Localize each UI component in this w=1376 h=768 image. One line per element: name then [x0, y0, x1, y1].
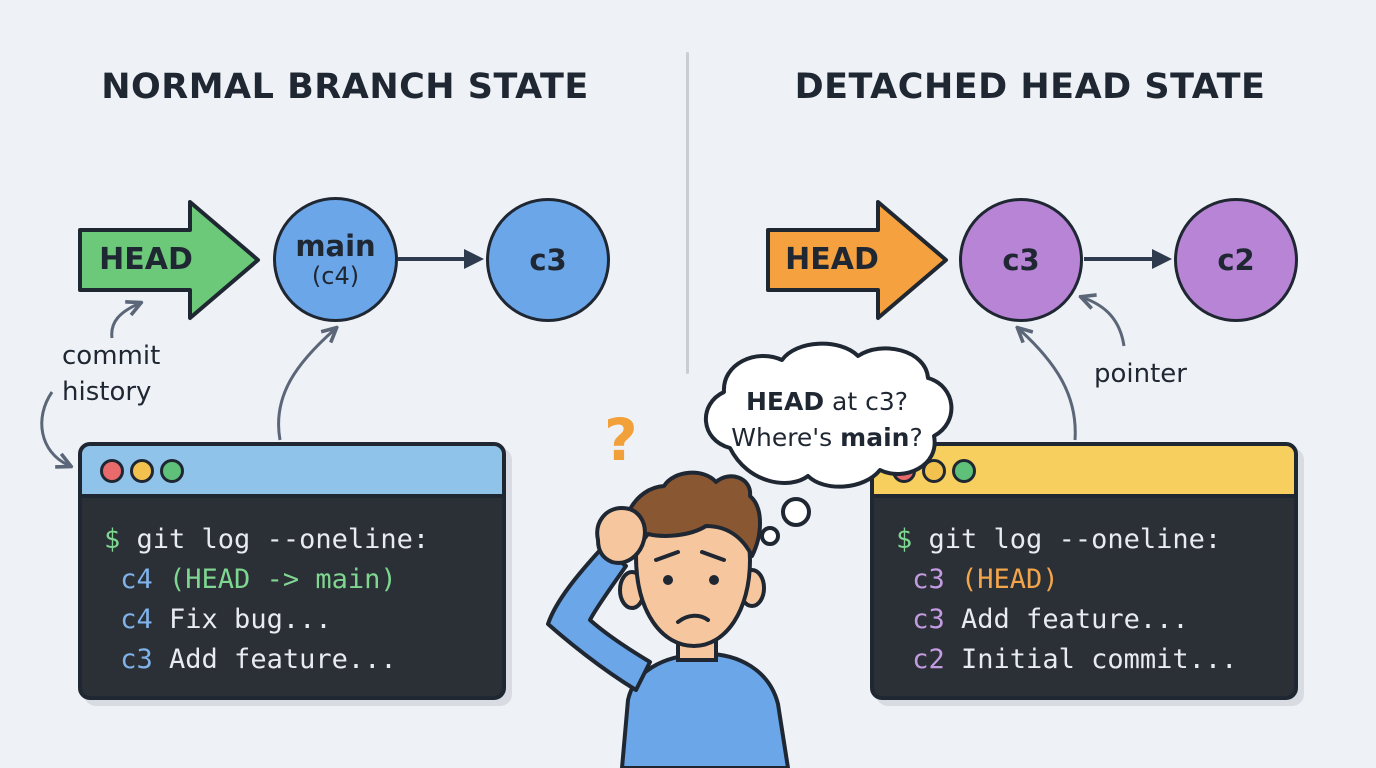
- thought-bubble-cloud: [704, 341, 954, 489]
- curve-terminal-to-main: [277, 330, 334, 441]
- node-c3-detached-label: c3: [1002, 243, 1040, 277]
- head-label-detached: HEAD: [785, 242, 879, 277]
- terminal-normal: $ git log --oneline: c4 (HEAD -> main) c…: [78, 442, 506, 700]
- terminal-normal-body: $ git log --oneline: c4 (HEAD -> main) c…: [82, 498, 502, 680]
- node-main-label: main: [295, 228, 376, 263]
- node-main-sub: (c4): [311, 261, 360, 290]
- normal-state-title: NORMAL BRANCH STATE: [101, 67, 589, 107]
- annotation-history: history: [62, 377, 152, 407]
- node-c3-detached: c3: [959, 198, 1083, 322]
- panel-divider: [686, 52, 689, 374]
- thought-dot-large: [781, 497, 811, 527]
- person-eye-right: [709, 575, 719, 585]
- person-mouth: [676, 613, 710, 624]
- curve-terminal-to-c3: [1020, 330, 1077, 441]
- terminal-line: c4 (HEAD -> main): [120, 564, 397, 595]
- curve-pointer-to-c3: [1084, 298, 1126, 347]
- thought-line-1: HEAD at c3?: [745, 387, 909, 416]
- node-main-c4: main (c4): [273, 197, 398, 322]
- annotation-commit: commit: [62, 341, 161, 371]
- curve-annotation-to-head: [110, 304, 138, 339]
- minimize-dot-icon: [130, 459, 154, 483]
- terminal-line: c3 Add feature...: [912, 604, 1189, 635]
- terminal-detached: $ git log --oneline: c3 (HEAD) c3 Add fe…: [870, 442, 1298, 700]
- head-arrow-normal: [78, 200, 260, 320]
- detached-state-title: DETACHED HEAD STATE: [794, 67, 1266, 107]
- person-eyebrow-left: [654, 550, 680, 562]
- terminal-normal-titlebar: [82, 446, 502, 498]
- head-label-normal: HEAD: [99, 242, 193, 277]
- maximize-dot-icon: [160, 459, 184, 483]
- head-arrow-detached: [766, 200, 948, 320]
- node-c3-normal-label: c3: [529, 243, 567, 277]
- question-mark-icon: ?: [604, 406, 638, 474]
- terminal-detached-titlebar: [874, 446, 1294, 498]
- curve-annotation-to-terminal: [40, 391, 68, 465]
- minimize-dot-icon: [922, 459, 946, 483]
- terminal-line: $ git log --oneline:: [104, 524, 430, 555]
- annotation-pointer: pointer: [1094, 359, 1187, 389]
- node-c3-normal: c3: [486, 198, 610, 322]
- terminal-line: c2 Initial commit...: [912, 644, 1238, 675]
- person-eyebrow-right: [700, 550, 726, 562]
- terminal-line: c3 (HEAD): [912, 564, 1059, 595]
- maximize-dot-icon: [952, 459, 976, 483]
- thought-line-2: Where's main?: [731, 423, 923, 452]
- person-hair: [621, 470, 762, 562]
- person-hand: [595, 505, 647, 565]
- person-eye-left: [663, 575, 673, 585]
- node-c2-label: c2: [1217, 243, 1255, 277]
- node-c2: c2: [1174, 198, 1298, 322]
- close-dot-icon: [100, 459, 124, 483]
- terminal-line: $ git log --oneline:: [896, 524, 1222, 555]
- thought-dot-small: [760, 526, 780, 546]
- terminal-line: c3 Add feature...: [120, 644, 397, 675]
- terminal-detached-body: $ git log --oneline: c3 (HEAD) c3 Add fe…: [874, 498, 1294, 680]
- annotation-commit-history: commit history: [62, 338, 160, 410]
- thought-bubble-text: HEAD at c3? Where's main?: [716, 384, 938, 456]
- terminal-line: c4 Fix bug...: [120, 604, 332, 635]
